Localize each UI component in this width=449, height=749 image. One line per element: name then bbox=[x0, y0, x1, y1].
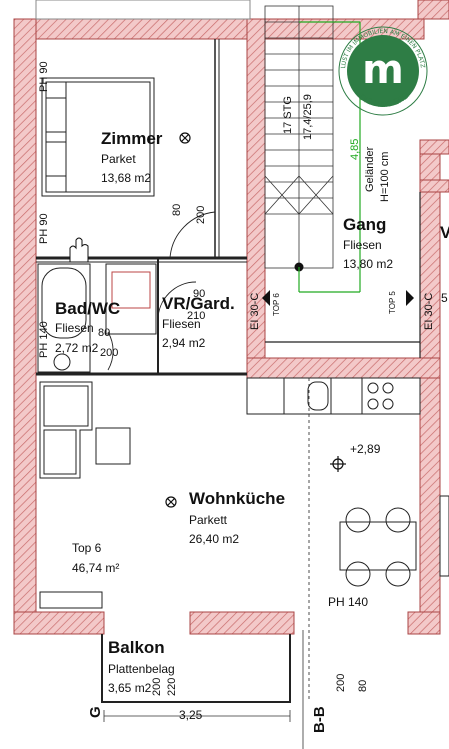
door-swings bbox=[107, 211, 216, 371]
dim-90: 90 bbox=[193, 288, 206, 300]
top-markers bbox=[262, 290, 414, 306]
cut-v: V bbox=[440, 223, 449, 242]
hand-cursor-icon bbox=[69, 237, 89, 263]
bathroom-fixtures bbox=[37, 263, 157, 373]
bad-floor: Fliesen bbox=[55, 321, 94, 335]
dim-80b: 80 bbox=[98, 327, 111, 339]
zimmer-floor: Parket bbox=[101, 152, 136, 166]
bad-name: Bad/WC bbox=[55, 299, 121, 318]
green-dim-label: 4,85 bbox=[349, 138, 361, 160]
top5-marker: TOP 5 bbox=[388, 291, 397, 314]
gelaender-height: H=100 cm bbox=[379, 151, 391, 202]
wohn-area: 26,40 m2 bbox=[189, 532, 240, 546]
top6-marker: TOP 6 bbox=[272, 293, 281, 316]
stairs-dim: 17,4/25,9 bbox=[302, 94, 314, 140]
balkon-area: 3,65 m2 bbox=[108, 681, 152, 695]
wohn-name: Wohnküche bbox=[189, 489, 286, 508]
dim-80c: 80 bbox=[357, 679, 369, 692]
gang-area: 13,80 m2 bbox=[343, 257, 394, 271]
gang-name: Gang bbox=[343, 215, 387, 234]
vr-floor: Fliesen bbox=[162, 317, 201, 331]
ph140-left: PH 140 bbox=[38, 321, 50, 358]
ph140-bottom: PH 140 bbox=[328, 595, 369, 609]
bad-area: 2,72 m2 bbox=[55, 341, 99, 355]
dim-200d: 200 bbox=[151, 677, 163, 696]
section-bb: B-B bbox=[311, 706, 328, 733]
wohn-floor: Parkett bbox=[189, 513, 228, 527]
stairs-label: 17 STG bbox=[282, 96, 294, 134]
dining-table bbox=[339, 507, 417, 587]
room-markers bbox=[165, 132, 346, 508]
dim-220: 220 bbox=[166, 677, 178, 696]
section-g: G bbox=[87, 706, 104, 718]
cut-5: 5 bbox=[441, 291, 448, 305]
stairs bbox=[264, 5, 334, 269]
elevation-label: +2,89 bbox=[350, 442, 381, 456]
vr-area: 2,94 m2 bbox=[162, 336, 206, 350]
logo-monogram: m bbox=[362, 47, 404, 93]
kitchen-counter bbox=[246, 377, 421, 415]
ei30-right: EI 30-C bbox=[423, 292, 435, 330]
unit-name: Top 6 bbox=[72, 541, 102, 555]
gelaender-label: Geländer bbox=[364, 146, 376, 192]
maklerei-logo: m LUST IM IMMOBILIEN AM EINEN PLATZ DIE … bbox=[338, 26, 428, 116]
dimension-lines bbox=[103, 630, 304, 749]
balcony-outline bbox=[101, 634, 291, 703]
ei30-left: EI 30-C bbox=[249, 292, 261, 330]
dim-200b: 200 bbox=[100, 347, 119, 359]
ph90-lower: PH 90 bbox=[38, 213, 50, 244]
dim-210: 210 bbox=[187, 310, 206, 322]
dim-325: 3,25 bbox=[179, 708, 203, 722]
dim-200: 200 bbox=[195, 205, 207, 224]
zimmer-area: 13,68 m2 bbox=[101, 171, 152, 185]
sofa bbox=[39, 381, 131, 479]
balkon-name: Balkon bbox=[108, 638, 165, 657]
walls bbox=[13, 0, 449, 635]
ph90-top: PH 90 bbox=[38, 61, 50, 92]
zimmer-name: Zimmer bbox=[101, 129, 163, 148]
radiators bbox=[39, 495, 449, 609]
bed bbox=[41, 77, 155, 197]
unit-area: 46,74 m² bbox=[72, 561, 120, 575]
gang-floor: Fliesen bbox=[343, 238, 382, 252]
dim-200c: 200 bbox=[335, 673, 347, 692]
vr-name: VR/Gard. bbox=[162, 294, 235, 313]
balkon-floor: Plattenbelag bbox=[108, 662, 175, 676]
dim-80: 80 bbox=[171, 203, 183, 216]
